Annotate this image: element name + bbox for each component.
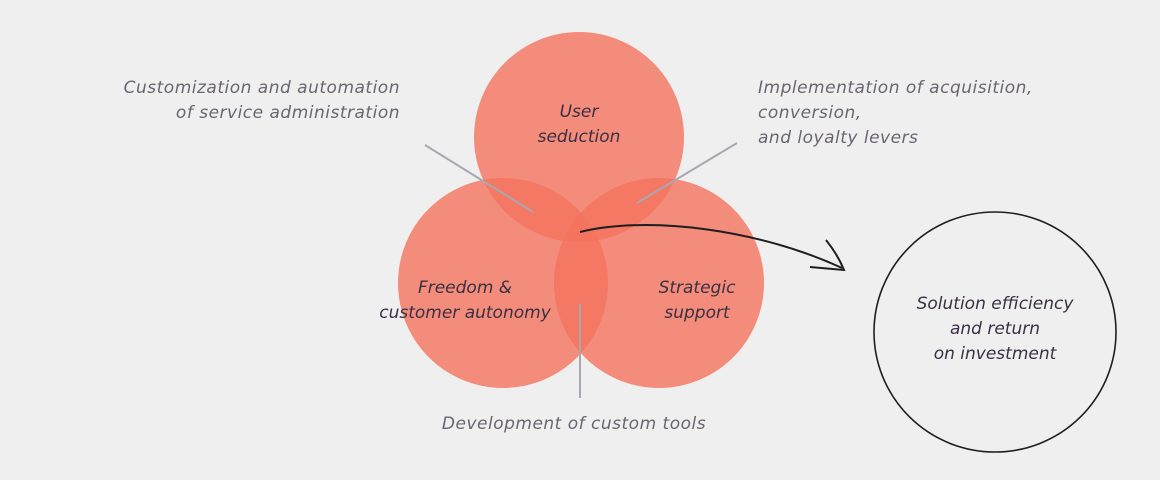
label-line: Freedom & <box>417 278 513 298</box>
outcome-line: and return <box>949 319 1041 339</box>
annotation-line: Customization and automation <box>123 78 400 98</box>
outcome-label: Solution efficiency and return on invest… <box>917 292 1074 367</box>
circle-label-left: Freedom & customer autonomy <box>379 276 551 326</box>
annotation-line: Implementation of acquisition, <box>758 78 1033 98</box>
annotation-line: conversion, <box>758 103 862 123</box>
connector-line-top-right <box>636 142 738 204</box>
annotation-line: and loyalty levers <box>758 128 919 148</box>
arrow-curve <box>579 224 843 269</box>
outcome-line: on investment <box>933 344 1057 364</box>
circle-label-top: User seduction <box>538 100 621 150</box>
annotation-top-left: Customization and automation of service … <box>124 76 400 126</box>
label-line: Strategic <box>658 278 736 298</box>
arrow-head-icon <box>809 239 846 272</box>
label-line: customer autonomy <box>379 303 551 323</box>
label-line: support <box>664 303 730 323</box>
outcome-circle <box>873 211 1117 453</box>
annotation-line: of service administration <box>175 103 400 123</box>
circle-label-right: Strategic support <box>659 276 736 326</box>
label-line: User <box>559 102 599 122</box>
connector-line-top-left <box>424 144 534 213</box>
circle-freedom-autonomy <box>398 178 608 388</box>
outcome-line: Solution efficiency <box>916 294 1074 314</box>
annotation-bottom: Development of custom tools <box>441 414 707 434</box>
annotation-top-right: Implementation of acquisition, conversio… <box>758 76 1033 151</box>
label-line: seduction <box>537 127 621 147</box>
